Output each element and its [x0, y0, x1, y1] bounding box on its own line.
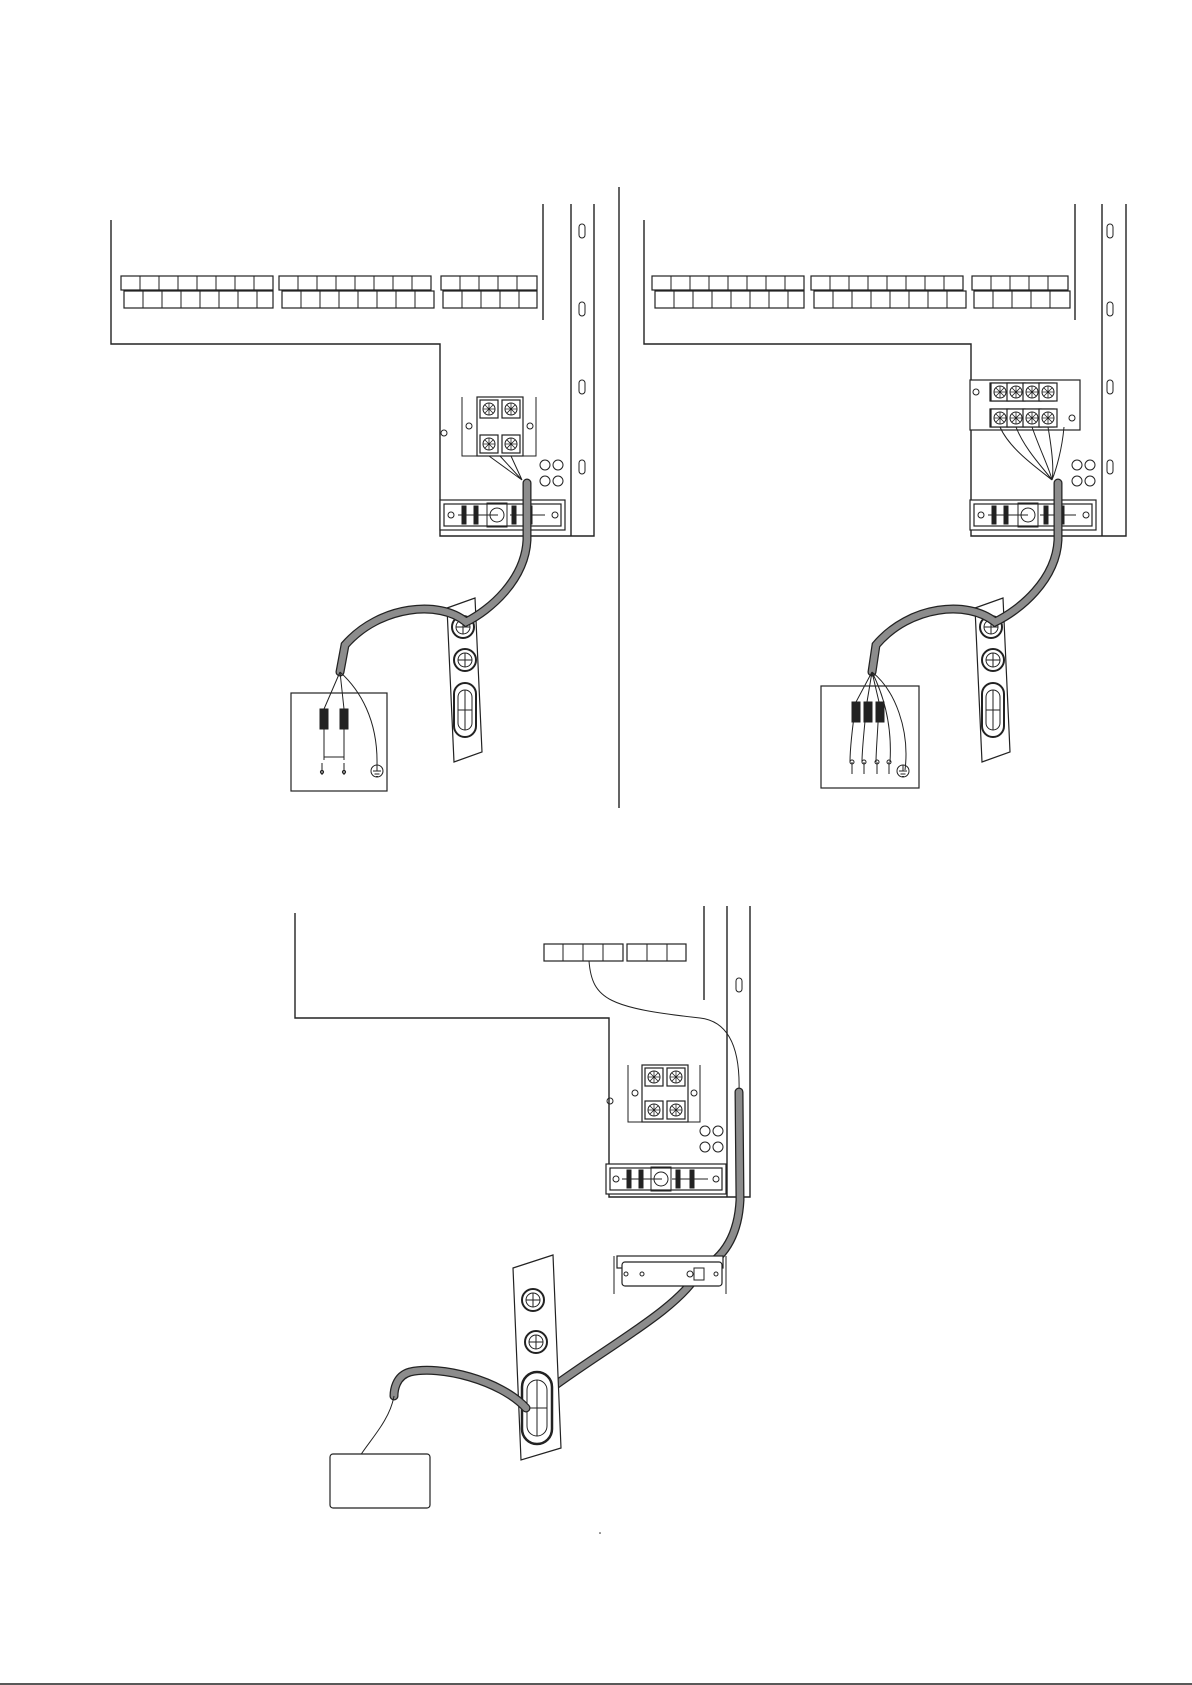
indicator-leds [700, 1126, 723, 1152]
remote-wire [360, 1396, 394, 1456]
panel-single-phase [111, 204, 594, 791]
rail-slots [579, 224, 585, 474]
cable-tie-bracket [614, 1256, 726, 1294]
grommet-plate [513, 1255, 561, 1460]
supply-box-single-phase [291, 672, 387, 791]
rail-slots [1107, 224, 1113, 474]
remote-cable [538, 1092, 740, 1398]
power-terminal-block [628, 1065, 700, 1122]
remote-controller-box [330, 1454, 430, 1508]
panel-three-phase [644, 204, 1126, 788]
indicator-leds [540, 460, 563, 486]
cable-clamp-bar [970, 500, 1096, 530]
mount-hole [441, 430, 447, 436]
indicator-leds [1072, 460, 1095, 486]
remote-cable-out [394, 1370, 526, 1408]
power-terminal-block [462, 397, 536, 456]
terminal-strip-top [544, 944, 686, 961]
rail-slot [736, 978, 742, 992]
stray-dot [599, 1532, 601, 1534]
panel-remote [295, 906, 750, 1534]
power-terminal-block-3ph [970, 380, 1080, 430]
cable-clamp-bar [606, 1164, 726, 1194]
mount-hole [607, 1098, 613, 1104]
terminal-strip-top [652, 276, 1070, 308]
terminal-strip-top [121, 276, 537, 308]
supply-box-three-phase [821, 672, 919, 788]
cable-clamp-bar [440, 500, 565, 530]
